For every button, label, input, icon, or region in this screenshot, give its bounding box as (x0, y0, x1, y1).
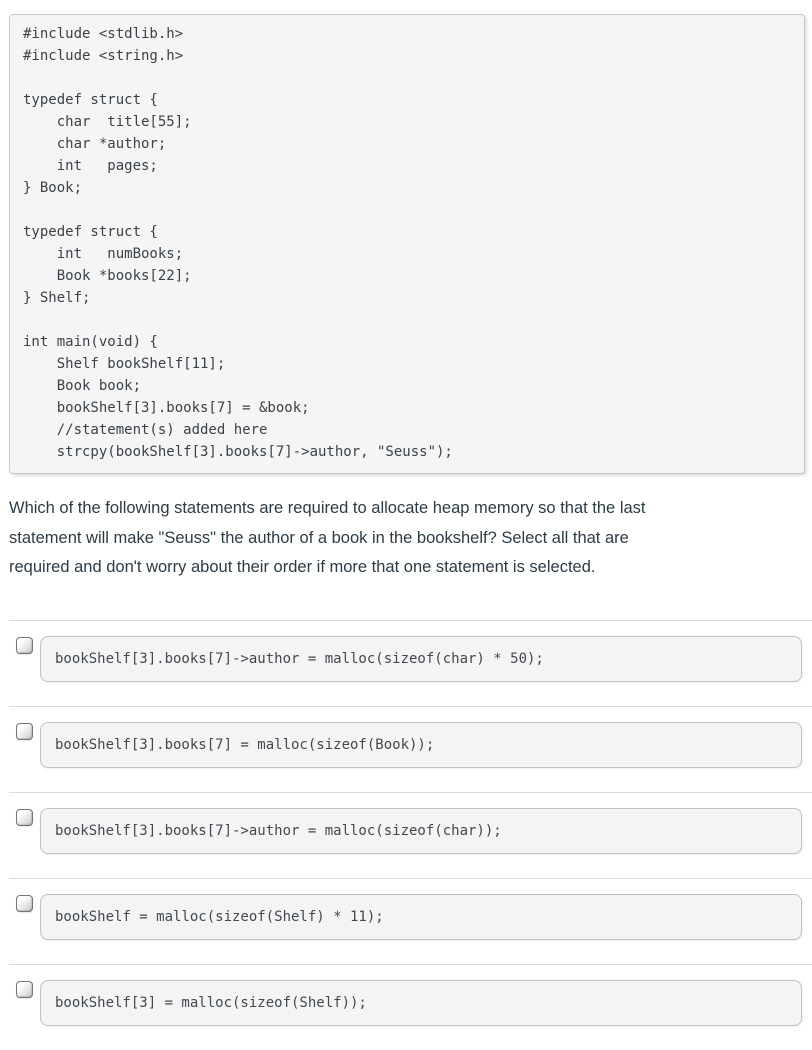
option-5-checkbox[interactable] (16, 980, 33, 998)
option-4-checkbox[interactable] (16, 894, 33, 912)
answer-option-3: bookShelf[3].books[7]->author = malloc(s… (9, 791, 812, 878)
option-2-checkbox[interactable] (16, 722, 33, 740)
option-1-code-label[interactable]: bookShelf[3].books[7]->author = malloc(s… (40, 635, 802, 682)
answer-options: bookShelf[3].books[7]->author = malloc(s… (9, 619, 812, 1050)
option-3-checkbox[interactable] (16, 808, 33, 826)
question-code-block: #include <stdlib.h> #include <string.h> … (9, 14, 805, 474)
answer-option-1: bookShelf[3].books[7]->author = malloc(s… (9, 619, 812, 706)
answer-option-4: bookShelf = malloc(sizeof(Shelf) * 11); (9, 877, 812, 964)
quiz-question-body: #include <stdlib.h> #include <string.h> … (0, 14, 812, 1050)
option-1-checkbox[interactable] (16, 636, 33, 654)
option-2-code-label[interactable]: bookShelf[3].books[7] = malloc(sizeof(Bo… (40, 721, 802, 768)
answer-option-2: bookShelf[3].books[7] = malloc(sizeof(Bo… (9, 705, 812, 792)
option-5-code-label[interactable]: bookShelf[3] = malloc(sizeof(Shelf)); (40, 979, 802, 1026)
option-3-code-label[interactable]: bookShelf[3].books[7]->author = malloc(s… (40, 807, 802, 854)
question-text-line: statement will make "Seuss" the author o… (9, 528, 629, 547)
question-text-line: Which of the following statements are re… (9, 499, 646, 517)
question-text-line: required and don't worry about their ord… (9, 558, 596, 576)
answer-option-5: bookShelf[3] = malloc(sizeof(Shelf)); (9, 963, 812, 1050)
option-4-code-label[interactable]: bookShelf = malloc(sizeof(Shelf) * 11); (40, 893, 802, 940)
question-text: Which of the following statements are re… (9, 494, 802, 583)
